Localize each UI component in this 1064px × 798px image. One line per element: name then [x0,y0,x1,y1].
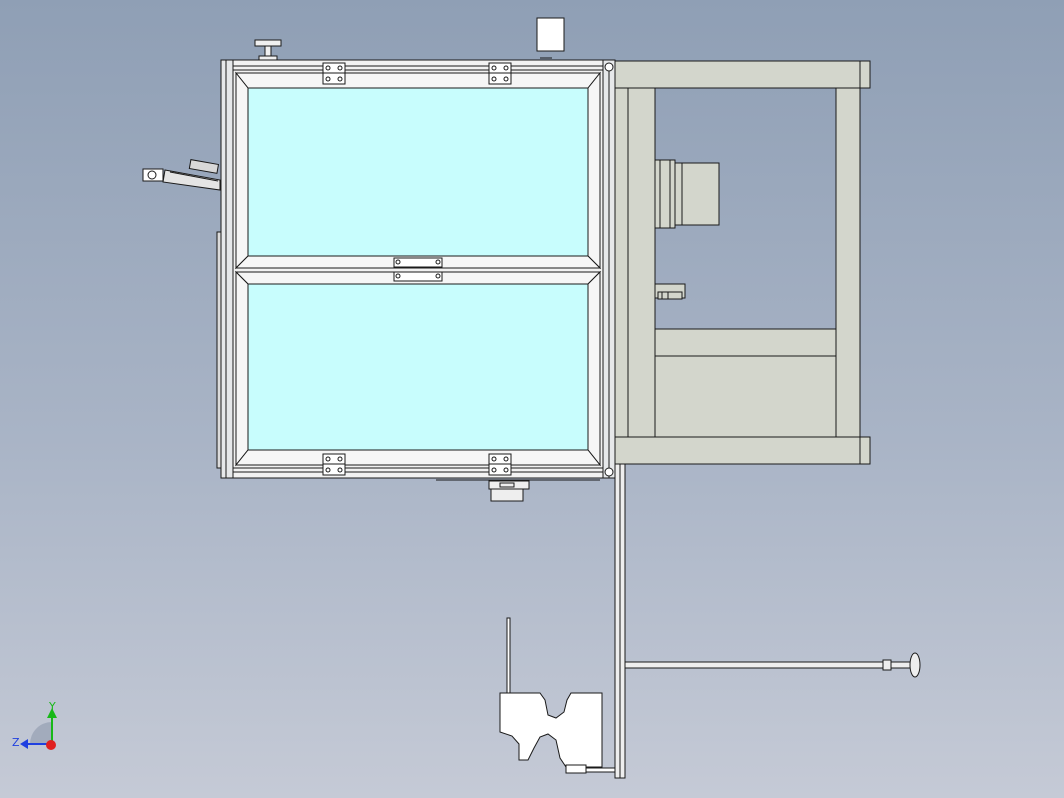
glass-pane-upper[interactable] [247,87,589,257]
hinge-top-right[interactable] [488,62,512,85]
enclosure[interactable] [216,59,616,479]
top-sensor-block[interactable] [536,17,565,52]
hinge-bottom-left[interactable] [322,453,346,476]
support-frame-right-post[interactable] [835,87,861,438]
clamp-bracket[interactable] [499,617,616,774]
support-frame-left-post[interactable] [614,87,656,438]
motor-flange[interactable] [654,159,676,229]
support-frame-cabinet[interactable] [654,355,837,438]
support-frame-bottom-cap[interactable] [859,436,871,465]
hinge-top-left[interactable] [322,62,346,85]
enclosure-left-strip[interactable] [220,59,234,479]
bottom-bracket[interactable] [436,479,600,502]
z-axis-arrow-icon [20,739,28,749]
y-axis-arrow-icon [47,708,57,718]
pneumatic-cylinder[interactable] [142,159,221,191]
support-frame-base-plate[interactable] [654,328,837,357]
x-axis-origin-dot [46,740,56,750]
z-axis-label: Z [12,736,20,749]
coordinate-triad: Y Z [12,700,57,750]
top-knob[interactable] [254,39,282,61]
support-frame-top-cap[interactable] [859,60,871,89]
hinge-bottom-right[interactable] [488,453,512,476]
arm-handwheel[interactable] [909,652,921,678]
vertical-post[interactable] [614,463,626,779]
door-handle-upper[interactable] [393,257,443,268]
support-frame[interactable] [614,60,871,465]
support-frame-bottom-rail[interactable] [614,436,866,465]
horizontal-arm[interactable] [624,652,921,678]
glass-pane-lower[interactable] [247,283,589,451]
support-frame-top-rail[interactable] [614,60,866,89]
door-handle-lower[interactable] [393,271,443,282]
y-axis-label: Y [48,700,56,713]
triad-arc [30,722,52,744]
